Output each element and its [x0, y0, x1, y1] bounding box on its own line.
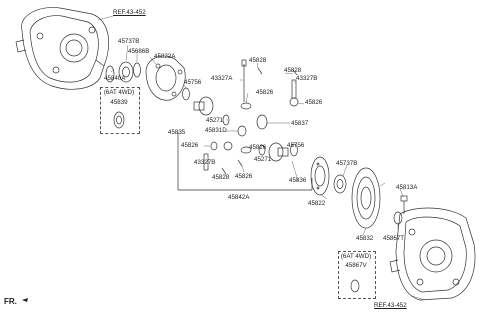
differential-drive-gear-45832 [351, 167, 381, 229]
part-label-45831d: 45831D [205, 127, 227, 134]
variant-box-right [338, 251, 376, 299]
pin-45828-right [292, 69, 298, 76]
transaxle-case-lower [389, 207, 476, 301]
part-label-45271-lower: 45271 [254, 156, 272, 163]
pin-43327b-right [291, 79, 297, 99]
ring-gear-45822 [310, 156, 330, 196]
part-label-45826-left: 45826 [181, 142, 199, 149]
part-label-45737b-left: 45737B [118, 38, 140, 45]
washer-45271-upper [222, 114, 230, 126]
part-label-45840a: 45840A [104, 75, 126, 82]
shim-45867t [393, 211, 403, 225]
part-label-45686b: 45686B [128, 48, 150, 55]
shim-45867v [350, 279, 360, 293]
bearing-45737b-right [333, 174, 347, 194]
washer-45756-left [182, 87, 190, 101]
part-label-45867v: 45867V [345, 262, 367, 269]
variant-box-right-title: (6AT 4WD) [340, 253, 372, 260]
part-label-43327b-left: 43327B [194, 159, 216, 166]
part-label-45813a: 45813A [396, 184, 418, 191]
front-arrow-icon [22, 298, 28, 302]
part-label-45826-center: 45826 [249, 144, 267, 151]
bearing-45737b [118, 61, 134, 83]
washer-45826-left [210, 141, 218, 151]
part-label-45842a: 45842A [228, 194, 250, 201]
washer-45826-right [289, 97, 299, 107]
bolt-45813a [400, 195, 408, 214]
variant-box-left-title: (6AT 4WD) [103, 89, 135, 96]
part-label-45839: 45839 [110, 99, 128, 106]
part-label-45737b-right: 45737B [336, 160, 358, 167]
transaxle-case-upper [15, 7, 109, 90]
part-label-45826-right: 45826 [305, 99, 323, 106]
shim-45686b [133, 62, 141, 78]
part-label-45826-top: 45826 [256, 89, 274, 96]
oil-seal-45840a [105, 65, 115, 83]
part-label-45828-right: 45828 [284, 67, 302, 74]
pinion-gear-45831d [237, 125, 247, 137]
part-label-45822: 45822 [308, 200, 326, 207]
part-label-45756-left: 45756 [184, 79, 202, 86]
part-label-45835: 45835 [168, 129, 186, 136]
part-label-43327a: 43327A [211, 75, 233, 82]
part-label-45836: 45836 [289, 177, 307, 184]
front-indicator-label: FR. [4, 297, 17, 306]
part-label-45826-bottom: 45826 [235, 173, 253, 180]
differential-case-45822a [145, 55, 186, 101]
pinion-gear-45837 [256, 114, 268, 130]
pin-43327b-left [203, 153, 209, 171]
pinion-washer-45826-top [240, 102, 252, 110]
part-label-45832: 45832 [356, 235, 374, 242]
pin-45828-top [257, 67, 263, 75]
ref-label-upper[interactable]: REF.43-452 [113, 9, 146, 16]
part-label-45271-upper: 45271 [206, 117, 224, 124]
variant-box-left [100, 87, 140, 134]
part-label-45828-top: 45828 [249, 57, 267, 64]
oil-seal-45839 [113, 111, 125, 129]
side-gear-45836 [268, 142, 289, 162]
part-label-45867t: 45867T [383, 235, 404, 242]
part-label-43327b-right: 43327B [296, 75, 318, 82]
part-label-45837: 45837 [291, 120, 309, 127]
side-gear-45835 [193, 96, 214, 116]
ref-label-lower[interactable]: REF.43-452 [374, 302, 407, 309]
washer-45756-right [290, 143, 298, 157]
part-label-45828-bottom: 45828 [212, 174, 230, 181]
part-label-45822a-top: 45822A [154, 53, 176, 60]
part-label-45756-right: 45756 [287, 142, 305, 149]
